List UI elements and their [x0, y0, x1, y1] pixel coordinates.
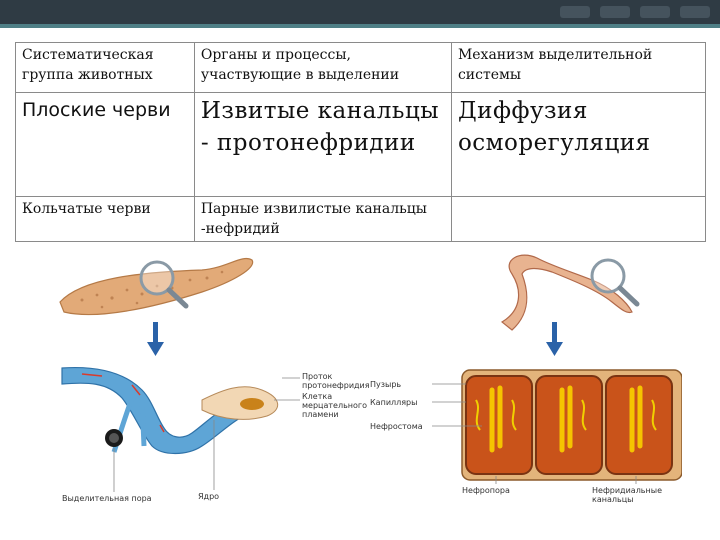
- excretion-table: Систематическая группа животных Органы и…: [15, 42, 706, 242]
- top-bar-decoration: [640, 6, 670, 18]
- label-nephridial-canal: Нефридиальные канальцы: [592, 486, 682, 504]
- header-cell-mechanism: Механизм выделительной системы: [451, 43, 705, 93]
- header-cell-group: Систематическая группа животных: [16, 43, 195, 93]
- label-bladder: Пузырь: [370, 380, 430, 389]
- down-arrow-icon-left: [147, 322, 164, 356]
- label-excretory-pore: Выделительная пора: [62, 494, 152, 503]
- table-row-flatworms: Плоские черви Извитые канальцы - протоне…: [16, 93, 706, 197]
- down-arrow-icon-right: [546, 322, 563, 356]
- table-row-annelids: Кольчатые черви Парные извилистые каналь…: [16, 197, 706, 242]
- top-bar-decoration: [560, 6, 590, 18]
- top-bar-decoration: [680, 6, 710, 18]
- cell-flatworms-group: Плоские черви: [16, 93, 195, 197]
- label-nucleus: Ядро: [198, 492, 238, 501]
- header-cell-organs: Органы и процессы, участвующие в выделен…: [194, 43, 451, 93]
- slide-top-bar: [0, 0, 720, 24]
- label-protonephridium-duct: Проток протонефридия: [302, 372, 372, 390]
- label-flame-cell: Клетка мерцательного пламени: [302, 392, 372, 419]
- cell-flatworms-mechanism: Диффузия осморегуляция: [451, 93, 705, 197]
- slide-accent-line: [0, 24, 720, 28]
- excretory-systems-illustration: Проток протонефридия Клетка мерцательног…: [52, 250, 682, 518]
- cell-annelids-mechanism: [451, 197, 705, 242]
- top-bar-decoration: [600, 6, 630, 18]
- label-nephropore: Нефропора: [462, 486, 532, 495]
- label-capillaries: Капилляры: [370, 398, 430, 407]
- protonephridium-diagram: [62, 368, 300, 492]
- cell-annelids-organs: Парные извилистые канальцы -нефридий: [194, 197, 451, 242]
- table-header-row: Систематическая группа животных Органы и…: [16, 43, 706, 93]
- nephridia-diagram: [432, 370, 682, 484]
- cell-annelids-group: Кольчатые черви: [16, 197, 195, 242]
- cell-flatworms-organs: Извитые канальцы - протонефридии: [194, 93, 451, 197]
- label-nephrostome: Нефростома: [370, 422, 430, 431]
